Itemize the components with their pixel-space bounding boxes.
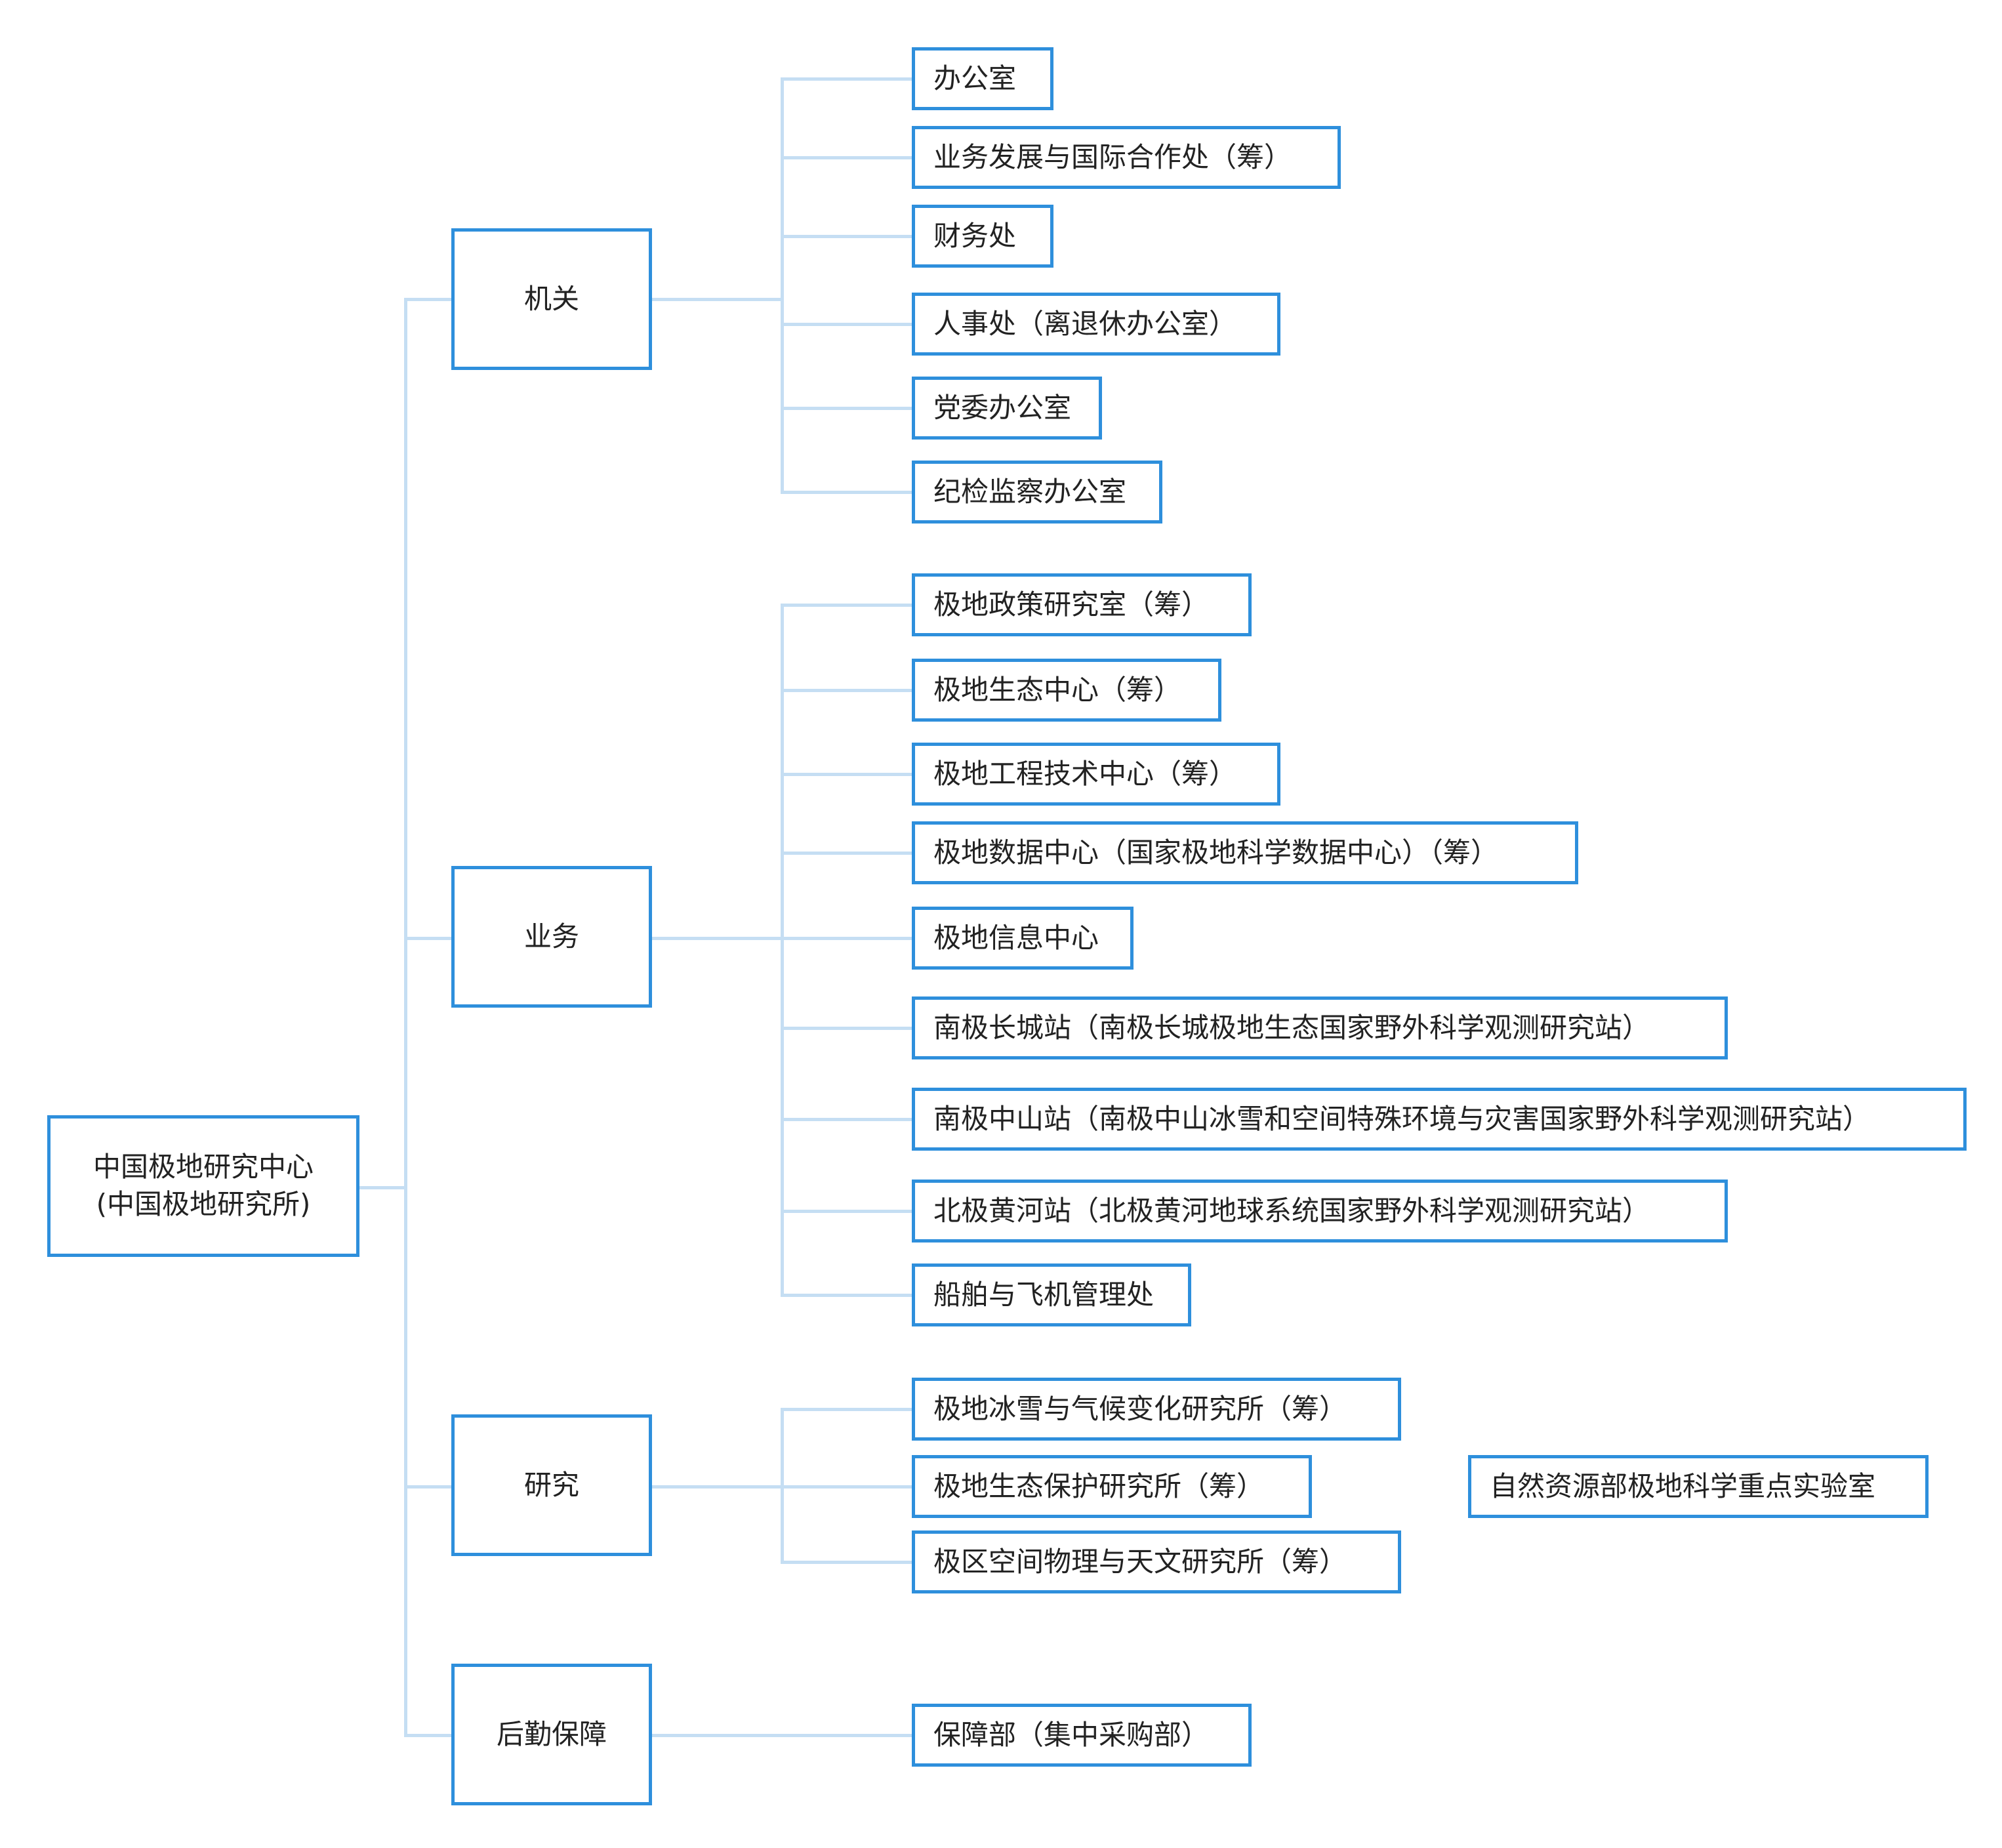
connector-yanjiu-out <box>652 1485 783 1489</box>
leaf-yewu-5[interactable]: 极地信息中心 <box>912 907 1134 970</box>
leaf-yanjiu-1[interactable]: 极地冰雪与气候变化研究所（筹） <box>912 1378 1401 1441</box>
leaf-yewu-4[interactable]: 极地数据中心（国家极地科学数据中心）（筹） <box>912 821 1578 884</box>
connector-yanjiu-child-1 <box>781 1408 912 1411</box>
leaf-yewu-8[interactable]: 北极黄河站（北极黄河地球系统国家野外科学观测研究站） <box>912 1180 1728 1242</box>
connector-jiguan-child-1 <box>781 77 912 81</box>
connector-to-yewu <box>404 937 454 940</box>
leaf-yewu-7[interactable]: 南极中山站（南极中山冰雪和空间特殊环境与灾害国家野外科学观测研究站） <box>912 1088 1967 1151</box>
root-node[interactable]: 中国极地研究中心 (中国极地研究所) <box>47 1115 359 1257</box>
category-yewu[interactable]: 业务 <box>451 866 652 1008</box>
leaf-yanjiu-3[interactable]: 极区空间物理与天文研究所（筹） <box>912 1530 1401 1593</box>
connector-jiguan-trunk <box>781 77 784 493</box>
leaf-jiguan-5[interactable]: 党委办公室 <box>912 377 1102 440</box>
connector-to-houqin <box>404 1734 454 1737</box>
leaf-yewu-2[interactable]: 极地生态中心（筹） <box>912 659 1221 722</box>
leaf-yewu-1[interactable]: 极地政策研究室（筹） <box>912 573 1252 636</box>
leaf-yanjiu-2[interactable]: 极地生态保护研究所（筹） <box>912 1455 1312 1518</box>
connector-root-trunk <box>404 298 407 1736</box>
connector-jiguan-child-2 <box>781 156 912 159</box>
connector-houqin-out <box>652 1734 912 1737</box>
connector-yewu-out <box>652 937 783 940</box>
category-houqin[interactable]: 后勤保障 <box>451 1664 652 1805</box>
leaf-jiguan-1[interactable]: 办公室 <box>912 47 1053 110</box>
connector-jiguan-out <box>652 298 783 301</box>
leaf-houqin-1[interactable]: 保障部（集中采购部） <box>912 1704 1252 1767</box>
connector-yewu-child-5 <box>781 937 912 940</box>
connector-yanjiu-child-3 <box>781 1561 912 1564</box>
connector-root-stub <box>359 1186 407 1189</box>
root-node-line1: 中国极地研究中心 <box>92 1151 314 1183</box>
connector-yanjiu-child-2 <box>781 1485 912 1489</box>
connector-yewu-child-6 <box>781 1027 912 1030</box>
leaf-jiguan-4[interactable]: 人事处（离退休办公室） <box>912 293 1280 356</box>
connector-jiguan-child-5 <box>781 407 912 410</box>
connector-yewu-child-7 <box>781 1118 912 1121</box>
lab-box[interactable]: 自然资源部极地科学重点实验室 <box>1468 1455 1929 1518</box>
connector-yewu-child-2 <box>781 689 912 692</box>
connector-yewu-child-9 <box>781 1294 912 1297</box>
connector-to-yanjiu <box>404 1485 454 1489</box>
root-node-line2: (中国极地研究所) <box>96 1188 311 1220</box>
leaf-jiguan-6[interactable]: 纪检监察办公室 <box>912 461 1162 524</box>
category-yanjiu[interactable]: 研究 <box>451 1414 652 1556</box>
connector-yewu-child-1 <box>781 604 912 607</box>
connector-yewu-child-8 <box>781 1210 912 1213</box>
connector-yewu-trunk <box>781 604 784 1297</box>
connector-jiguan-child-4 <box>781 323 912 326</box>
connector-jiguan-child-3 <box>781 235 912 238</box>
leaf-yewu-6[interactable]: 南极长城站（南极长城极地生态国家野外科学观测研究站） <box>912 996 1728 1059</box>
leaf-yewu-3[interactable]: 极地工程技术中心（筹） <box>912 743 1280 806</box>
leaf-jiguan-3[interactable]: 财务处 <box>912 205 1053 268</box>
connector-to-jiguan <box>404 298 454 301</box>
leaf-yewu-9[interactable]: 船舶与飞机管理处 <box>912 1263 1191 1326</box>
connector-yewu-child-3 <box>781 773 912 776</box>
category-jiguan[interactable]: 机关 <box>451 228 652 370</box>
connector-yewu-child-4 <box>781 852 912 855</box>
connector-jiguan-child-6 <box>781 491 912 494</box>
leaf-jiguan-2[interactable]: 业务发展与国际合作处（筹） <box>912 126 1341 189</box>
